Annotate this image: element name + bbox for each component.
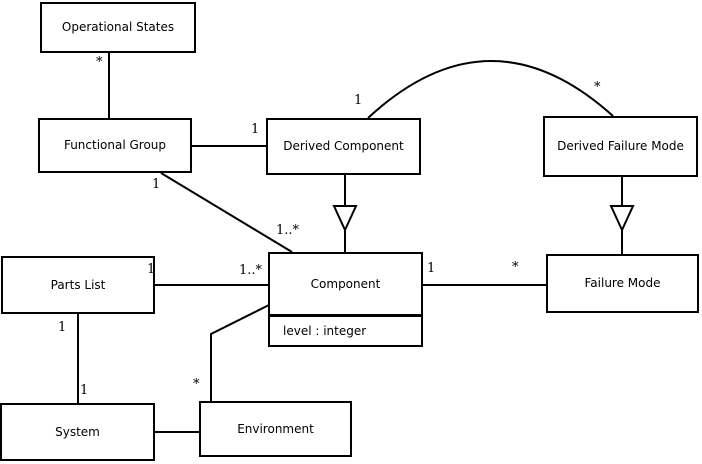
multiplicity-arc-derived-component-end: 1 — [354, 93, 363, 108]
class-derived-failure-mode: Derived Failure Mode — [543, 116, 698, 177]
edge-environment-component — [210, 304, 270, 401]
multiplicity-parts-list-system-top: 1 — [58, 320, 67, 335]
multiplicity-operational-states-end: * — [96, 55, 103, 70]
class-environment-label: Environment — [237, 421, 314, 436]
class-failure-mode: Failure Mode — [546, 254, 699, 313]
class-component-attribute-compartment: level : integer — [270, 314, 421, 345]
generalization-triangle-component — [332, 205, 358, 233]
multiplicity-component-end-from-parts-list: 1..* — [239, 263, 263, 278]
multiplicity-environment-end: * — [193, 377, 200, 392]
multiplicity-parts-list-system-bottom: 1 — [80, 383, 89, 398]
class-parts-list-label: Parts List — [50, 277, 106, 292]
multiplicity-failure-mode-end: * — [512, 260, 519, 275]
class-operational-states-label: Operational States — [61, 20, 175, 35]
class-derived-failure-mode-label: Derived Failure Mode — [557, 139, 684, 154]
class-component-name-compartment: Component — [270, 254, 421, 314]
class-parts-list: Parts List — [1, 256, 155, 314]
class-environment: Environment — [199, 401, 352, 457]
class-functional-group-label: Functional Group — [63, 138, 167, 153]
class-component: Component level : integer — [268, 252, 423, 347]
class-derived-component-label: Derived Component — [283, 139, 404, 154]
edge-functional-group-component — [160, 172, 293, 253]
multiplicity-component-end-from-functional-group: 1..* — [276, 223, 300, 238]
class-system-label: System — [55, 424, 100, 439]
class-functional-group: Functional Group — [38, 118, 192, 173]
edge-derived-component-derived-failure-mode-arc — [367, 60, 614, 119]
class-component-label: Component — [310, 276, 381, 291]
class-failure-mode-label: Failure Mode — [584, 276, 661, 291]
class-component-attribute: level : integer — [283, 323, 367, 338]
class-derived-component: Derived Component — [266, 118, 421, 175]
multiplicity-parts-list-end: 1 — [147, 262, 156, 277]
class-operational-states: Operational States — [40, 2, 196, 53]
generalization-triangle-failure-mode — [609, 205, 635, 233]
multiplicity-component-end-to-failure-mode: 1 — [427, 261, 436, 276]
multiplicity-arc-derived-failure-mode-end: * — [594, 80, 601, 95]
multiplicity-derived-component-end: 1 — [251, 122, 260, 137]
class-system: System — [0, 403, 155, 461]
multiplicity-functional-group-end: 1 — [152, 177, 161, 192]
